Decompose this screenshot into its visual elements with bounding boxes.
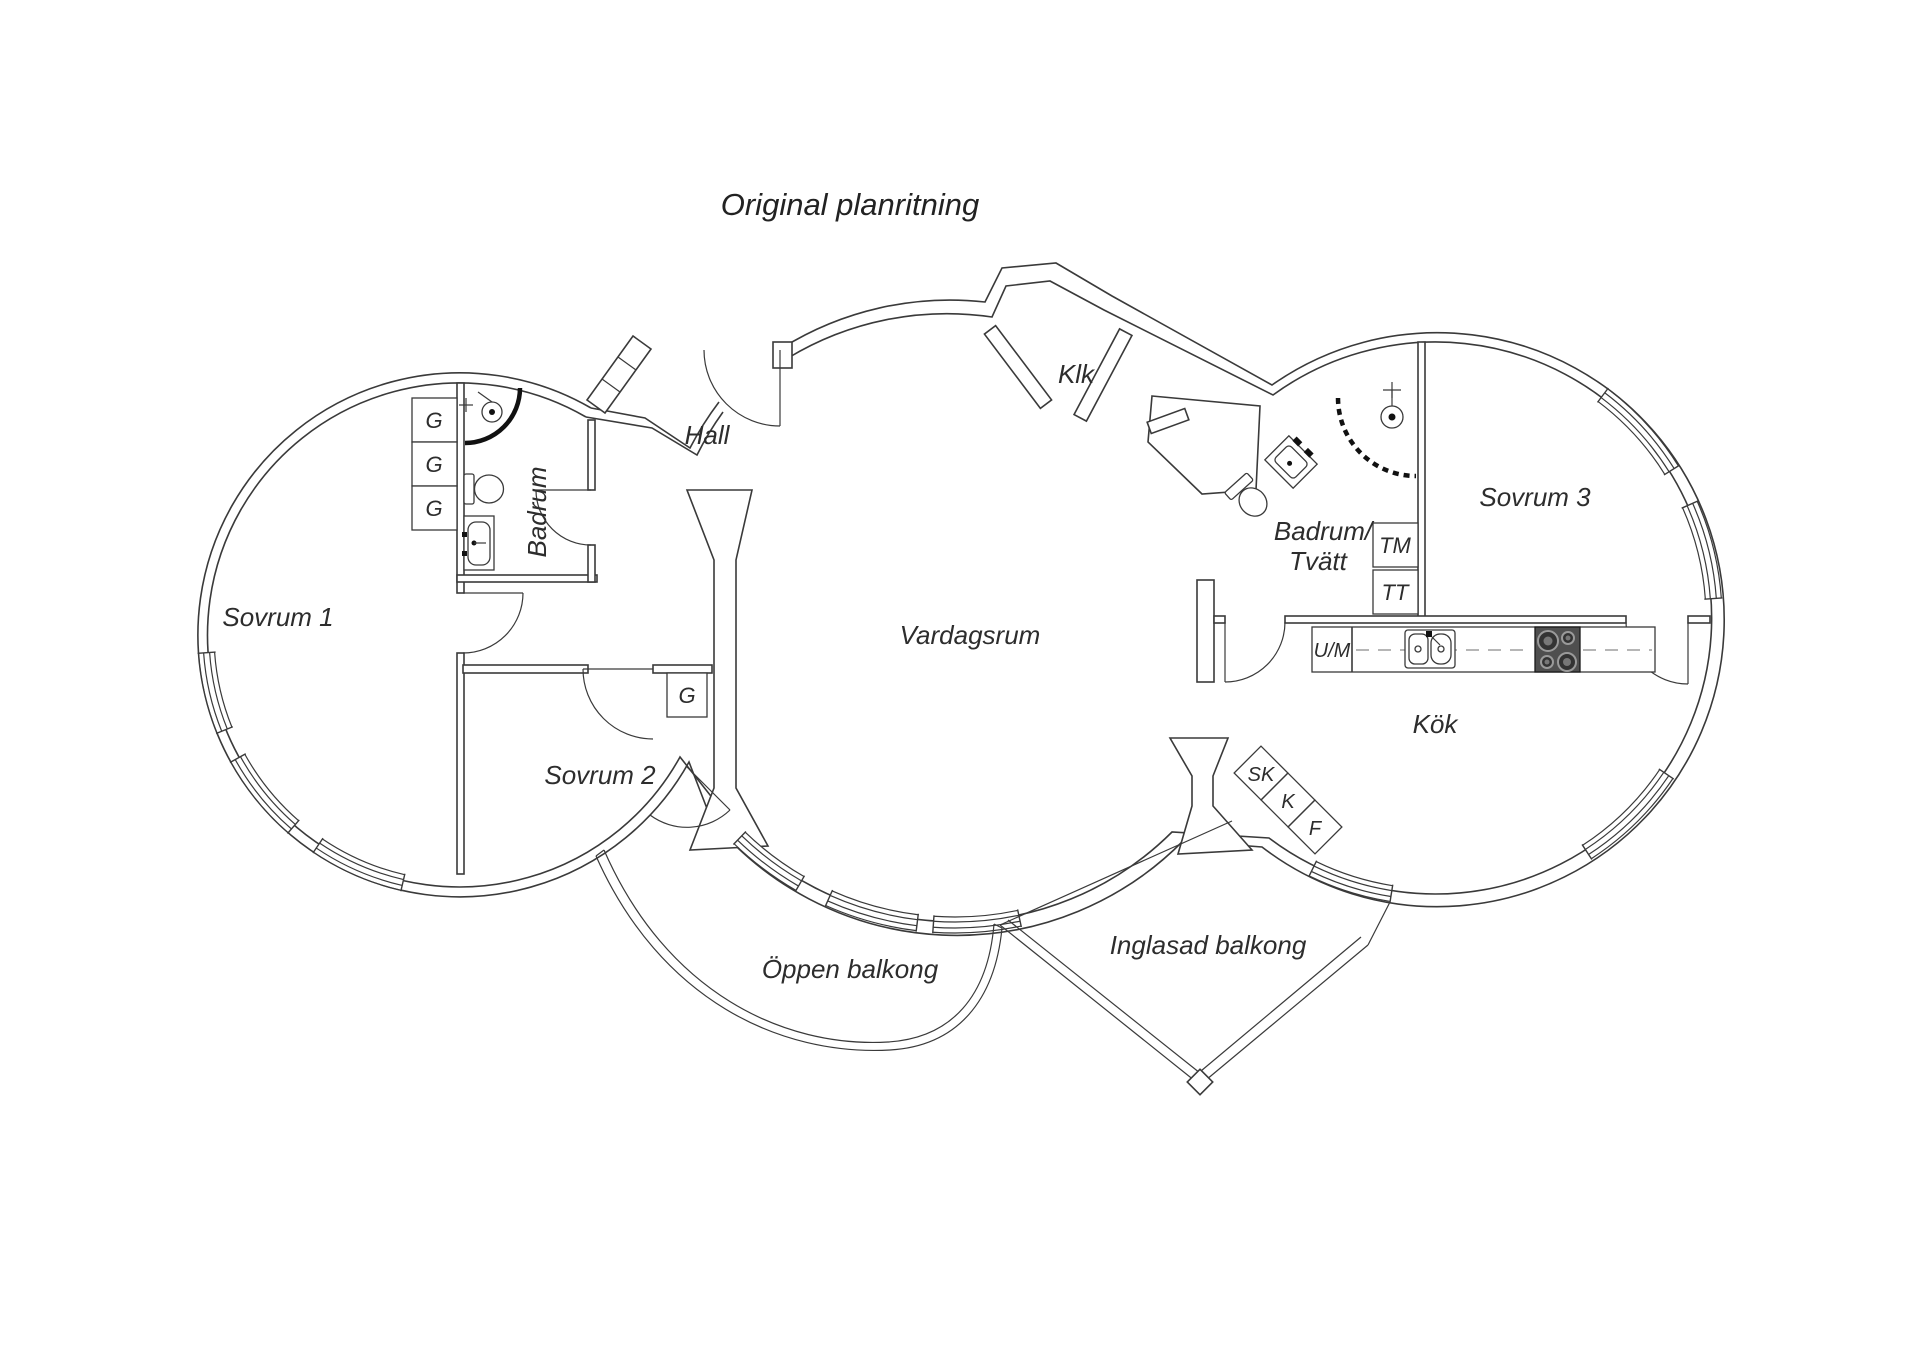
wall-sovrum1-upper bbox=[456, 382, 465, 594]
left-funnel-column bbox=[685, 489, 770, 851]
window-band bbox=[1308, 860, 1394, 903]
inner-boundary-porch bbox=[585, 411, 724, 457]
interior-walls bbox=[456, 341, 1711, 875]
room-label-sovrum-3: Sovrum 3 bbox=[1479, 482, 1591, 512]
label-oppen-balkong: Öppen balkong bbox=[762, 954, 939, 984]
glazed-balcony bbox=[999, 820, 1391, 1096]
windows bbox=[197, 387, 1723, 934]
wall-sovrum2-top-left bbox=[462, 664, 589, 674]
window-band bbox=[229, 753, 300, 834]
wall-kitchen-top-b bbox=[1284, 615, 1627, 624]
washbasin-right bbox=[1263, 434, 1319, 490]
outer-boundary-porch bbox=[590, 401, 720, 450]
label-inglasad-balkong: Inglasad balkong bbox=[1110, 930, 1307, 960]
window-band bbox=[1681, 500, 1723, 600]
room-label-klk: Klk bbox=[1058, 359, 1096, 389]
front-door bbox=[703, 349, 781, 427]
page-title: Original planritning bbox=[721, 187, 979, 222]
label-washing-machine: TM bbox=[1379, 533, 1411, 558]
window-band bbox=[824, 889, 920, 932]
kitchen-counter bbox=[1311, 626, 1656, 673]
wall-badrum-right-upper bbox=[587, 419, 596, 491]
wall-badrum-right-lower bbox=[587, 544, 596, 583]
outer-boundary-main bbox=[197, 262, 1725, 937]
klk-wall-stub-left bbox=[983, 324, 1053, 410]
room-label-vardagsrum: Vardagsrum bbox=[900, 620, 1041, 650]
wall-kitchen-top-c bbox=[1687, 615, 1711, 624]
window-band bbox=[312, 837, 406, 892]
entrance-stairs bbox=[585, 334, 653, 415]
toilet-left bbox=[463, 473, 505, 505]
right-funnel-column bbox=[1168, 737, 1254, 855]
shower-left bbox=[459, 387, 523, 446]
fixtures bbox=[411, 382, 1656, 855]
door-badrum bbox=[535, 489, 592, 546]
shower-right bbox=[1335, 382, 1417, 479]
kitchen-entry-stub bbox=[1196, 579, 1215, 683]
label-wardrobe-1: G bbox=[425, 408, 442, 433]
open-balcony-railing bbox=[595, 849, 1003, 1052]
klk-pentagon-stub bbox=[1146, 407, 1190, 435]
room-label-badrum-tvatt-1: Badrum/ bbox=[1274, 516, 1375, 546]
label-wardrobe-3: G bbox=[425, 496, 442, 521]
door-sovrum1 bbox=[462, 592, 524, 654]
labels: Original planritning Sovrum 1 Sovrum 2 S… bbox=[222, 187, 1591, 984]
window-band bbox=[732, 831, 806, 892]
wall-sovrum1-lower bbox=[456, 652, 465, 875]
label-tumble-dryer: TT bbox=[1382, 580, 1410, 605]
wall-sovrum3-left bbox=[1417, 341, 1426, 621]
doors bbox=[462, 349, 1689, 828]
label-wardrobe-4: G bbox=[678, 683, 695, 708]
label-wardrobe-2: G bbox=[425, 452, 442, 477]
room-label-hall: Hall bbox=[685, 420, 731, 450]
toilet-right bbox=[1224, 472, 1268, 517]
room-label-badrum: Badrum bbox=[522, 466, 552, 557]
door-balcony bbox=[649, 765, 731, 828]
window-band bbox=[197, 651, 234, 735]
wall-sovrum2-top-right bbox=[652, 664, 713, 674]
room-label-kok: Kök bbox=[1413, 709, 1460, 739]
wardrobe-boxes-sovrum1 bbox=[411, 397, 458, 531]
outer-walls bbox=[197, 262, 1725, 937]
label-cleaning-cabinet: SK bbox=[1248, 764, 1276, 786]
freezer-box bbox=[1287, 799, 1343, 855]
front-door-jamb bbox=[772, 341, 793, 369]
label-freezer: F bbox=[1309, 818, 1323, 840]
window-band bbox=[932, 909, 1023, 934]
door-badrum-tvatt bbox=[1224, 621, 1286, 683]
wall-badrum-bottom bbox=[456, 574, 598, 583]
klk-wall-stub-right bbox=[1072, 327, 1134, 423]
window-band bbox=[1581, 768, 1675, 860]
window-band bbox=[1596, 387, 1680, 476]
wardrobe-box-sovrum2 bbox=[666, 672, 708, 718]
room-label-sovrum-2: Sovrum 2 bbox=[544, 760, 656, 790]
label-fridge: K bbox=[1281, 791, 1296, 813]
washing-machine-box bbox=[1372, 522, 1419, 568]
wall-kitchen-top-a bbox=[1213, 615, 1226, 624]
junction-columns bbox=[685, 324, 1261, 855]
door-sovrum2 bbox=[582, 668, 654, 740]
stove bbox=[1534, 626, 1581, 673]
inner-boundary-right bbox=[719, 280, 1713, 923]
balcony-corner-post bbox=[1186, 1068, 1214, 1096]
tumble-dryer-box bbox=[1372, 569, 1419, 615]
washbasin-left bbox=[462, 515, 495, 571]
room-label-badrum-tvatt-2: Tvätt bbox=[1289, 546, 1349, 576]
balconies bbox=[595, 820, 1391, 1096]
room-label-sovrum-1: Sovrum 1 bbox=[222, 602, 333, 632]
label-dishwasher: U/M bbox=[1314, 640, 1351, 662]
kitchen-sink bbox=[1404, 629, 1456, 669]
